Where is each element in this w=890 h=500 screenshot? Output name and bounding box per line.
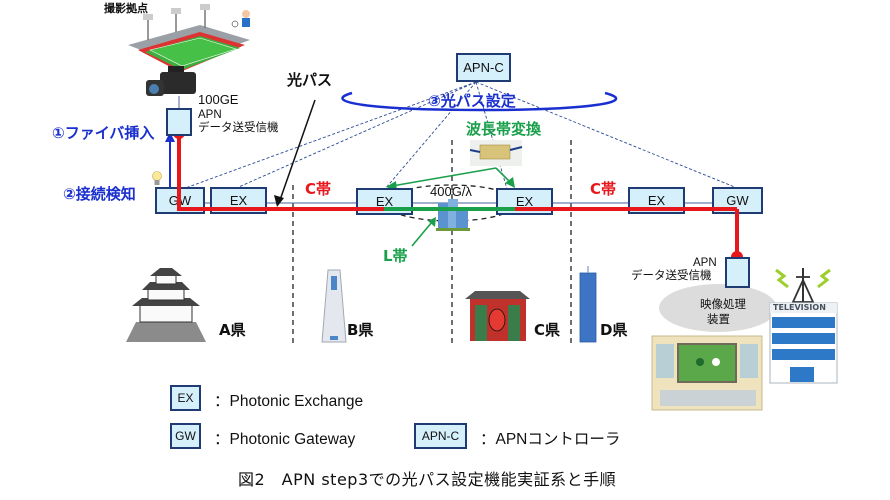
- step2-connection-detection: ②接続検知: [63, 185, 136, 203]
- apn-transceiver-left[interactable]: [166, 108, 192, 136]
- temple-gate-illustration: [465, 291, 530, 341]
- l-band-arrow: [411, 221, 433, 247]
- figure-caption: 図2 APN step3での光パス設定機能実証系と手順: [238, 470, 617, 489]
- video-camera-illustration: [146, 66, 196, 96]
- apn-tx-left-label-1: APN: [198, 109, 222, 121]
- apn-tx-left-label-2: データ送受信機: [198, 122, 279, 134]
- prefecture-c-label: C県: [534, 321, 561, 339]
- video-processing-label-2: 装置: [707, 314, 730, 326]
- conv-arrow-right-head: [505, 177, 515, 188]
- legend-apnc-text: ：APNコントローラ: [480, 431, 621, 448]
- optical-path-pointer-head: [274, 195, 284, 207]
- camera-rate-label: 100GE: [198, 92, 239, 107]
- step1-arrowhead: [165, 132, 175, 142]
- optical-path-label: 光パス: [287, 71, 333, 89]
- wavelength-converter-image: [469, 140, 523, 166]
- legend-gw-box: GW: [170, 423, 201, 449]
- legend-ex-text: ：Photonic Exchange: [214, 393, 364, 410]
- conv-arrow-left: [391, 167, 497, 187]
- legend-gw-text: ：Photonic Gateway: [214, 431, 356, 448]
- apn-tx-right-label-1: APN: [693, 257, 717, 269]
- prefecture-d-label: D県: [600, 321, 628, 339]
- step1-fiber-insertion: ①ファイバ挿入: [52, 124, 155, 142]
- link-rate-label: 400G/λ: [430, 184, 472, 199]
- c-band-left-label: C帯: [305, 180, 332, 198]
- control-room-illustration: [651, 335, 763, 411]
- stadium-illustration: [128, 4, 250, 72]
- prefecture-b-label: B県: [347, 321, 374, 339]
- ex-node-a[interactable]: EX: [210, 187, 267, 214]
- prefecture-a-label: A県: [219, 321, 246, 339]
- ex-node-c[interactable]: EX: [496, 188, 553, 215]
- apn-transceiver-right[interactable]: [725, 257, 750, 288]
- c-band-right-label: C帯: [590, 180, 617, 198]
- tower-illustration: [321, 269, 347, 343]
- city-buildings-illustration: [436, 199, 470, 231]
- gw-left-node[interactable]: GW: [155, 187, 205, 214]
- gw-right-node[interactable]: GW: [712, 187, 763, 214]
- television-sign: TELEVISION: [773, 303, 826, 312]
- shooting-site-label: 撮影拠点: [104, 2, 148, 15]
- lightbulb-icon: [152, 171, 162, 185]
- tv-station-illustration: [769, 268, 838, 384]
- ex-node-b[interactable]: EX: [356, 188, 413, 215]
- skyscraper-illustration: [579, 266, 597, 343]
- l-band-label: L帯: [383, 247, 408, 265]
- video-processing-bubble: [659, 284, 777, 332]
- video-processing-label-1: 映像処理: [700, 299, 746, 311]
- l-band-arrowhead: [428, 217, 436, 227]
- wavelength-conversion-label: 波長帯変換: [466, 120, 542, 138]
- apn-controller-node[interactable]: APN-C: [456, 53, 511, 82]
- ex-node-d[interactable]: EX: [628, 187, 685, 214]
- step3-arc: [341, 91, 618, 112]
- legend-ex-box: EX: [170, 385, 201, 411]
- castle-illustration: [126, 268, 206, 342]
- legend-apnc-box: APN-C: [414, 423, 467, 449]
- apn-tx-right-label-2: データ送受信機: [631, 270, 712, 282]
- step3-path-setup: ③光パス設定: [428, 92, 516, 110]
